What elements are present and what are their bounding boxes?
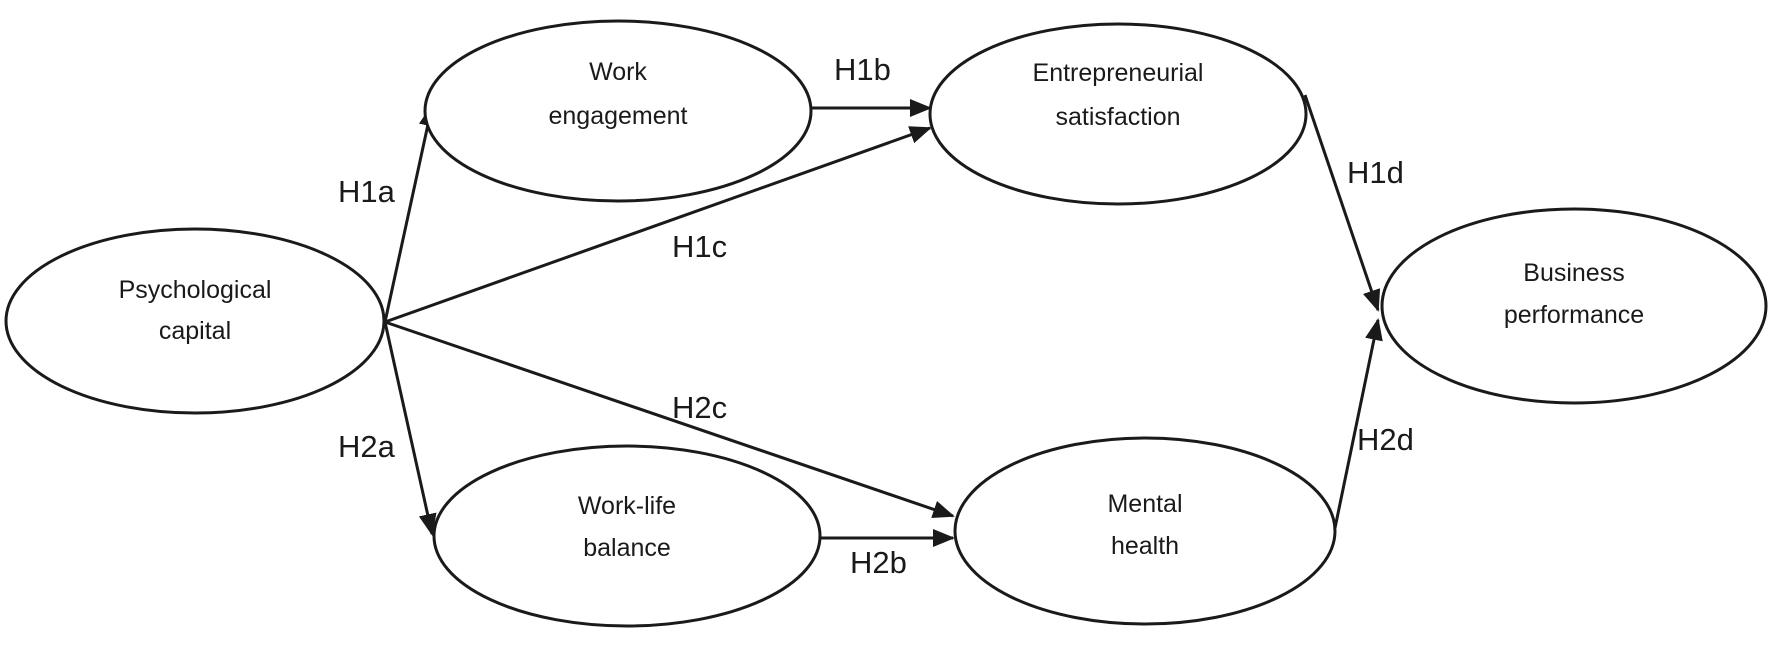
node-mental-health: Mental health	[953, 436, 1337, 626]
node-label-line: Work	[589, 58, 647, 86]
edge-label-h1b: H1b	[834, 52, 891, 87]
node-label-line: engagement	[548, 102, 687, 130]
edge-label-h2a: H2a	[338, 429, 396, 464]
node-label-line: performance	[1504, 301, 1644, 329]
node-label-line: capital	[159, 317, 231, 345]
edge-label-h1d: H1d	[1347, 155, 1404, 190]
node-work-engagement: Work engagement	[423, 19, 813, 203]
node-label-line: balance	[583, 534, 671, 562]
edge-label-h1a: H1a	[338, 174, 396, 209]
node-label-line: Entrepreneurial	[1033, 59, 1204, 87]
edge-label-h2b: H2b	[850, 545, 907, 580]
node-work-life-balance: Work-life balance	[432, 444, 822, 628]
edge-label-h2c: H2c	[672, 390, 727, 425]
edge-label-h1c: H1c	[672, 229, 727, 264]
edge-h1a	[383, 104, 437, 323]
edge-h2d	[1333, 318, 1383, 529]
edge-h2a	[383, 321, 437, 536]
node-label-line: satisfaction	[1055, 103, 1180, 131]
node-label-line: health	[1111, 532, 1179, 560]
node-entrepreneurial-satisfaction: Entrepreneurial satisfaction	[928, 22, 1308, 206]
node-business-performance: Business performance	[1380, 207, 1768, 405]
edge-label-h2d: H2d	[1357, 422, 1414, 457]
node-label-line: Business	[1523, 259, 1624, 287]
edge-h1c	[384, 126, 932, 324]
node-label-line: Mental	[1107, 490, 1182, 518]
node-label-line: Psychological	[119, 276, 272, 304]
node-label-line: Work-life	[578, 492, 676, 520]
node-psychological-capital: Psychological capital	[4, 227, 386, 415]
edge-h1d	[1303, 94, 1381, 312]
edge-h2c	[384, 320, 955, 519]
